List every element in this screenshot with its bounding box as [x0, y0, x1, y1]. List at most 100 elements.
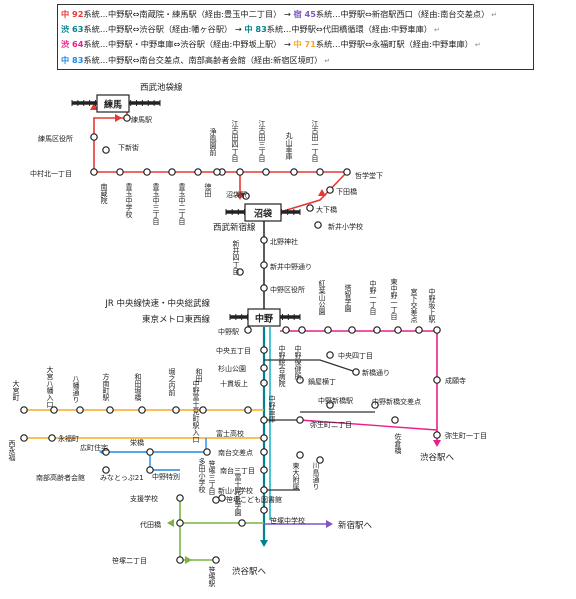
line-end-mark: ↵	[324, 57, 331, 65]
stop-label: 東大附属	[292, 461, 300, 491]
bus-stop-marker	[199, 406, 207, 414]
route-92-line	[93, 103, 347, 173]
bus-stop-marker	[90, 168, 98, 176]
stop-label: 和田	[195, 367, 203, 383]
stop-label: 弥生町一丁目	[445, 431, 487, 440]
bus-stop-marker	[348, 326, 356, 334]
bus-stop-marker	[260, 379, 268, 387]
bus-stop-marker	[76, 406, 84, 414]
route-number: 中 71	[293, 39, 316, 49]
bus-stop-marker	[20, 434, 28, 442]
bus-stop-marker	[20, 406, 28, 414]
legend-row-3: 渋 64系統…中野駅・中野車庫⇔渋谷駅（経由:中野坂上駅） → 中 71系統…中…	[61, 39, 481, 50]
bus-stop-marker	[242, 192, 250, 200]
bus-stop-marker	[212, 556, 220, 564]
bus-stop-marker	[116, 168, 124, 176]
line-end-mark: ↵	[433, 26, 440, 34]
bus-stop-marker	[290, 168, 298, 176]
bus-stop-marker	[282, 326, 290, 334]
stop-label: 西永福	[8, 440, 16, 462]
bus-stop-marker	[415, 326, 423, 334]
bus-stop-marker	[102, 146, 110, 154]
stop-label: 中野車庫	[268, 394, 276, 424]
stop-label: 江古田一丁目	[311, 120, 319, 163]
route-83-line	[106, 438, 207, 453]
stop-label: 豊玉中二丁目	[178, 182, 186, 226]
bus-stop-marker	[371, 401, 379, 409]
bus-stop-marker	[102, 448, 110, 456]
stop-label: 新井小学校	[328, 222, 363, 231]
route-desc: 系統…中野駅・中野車庫⇔渋谷駅（経由:中野坂上駅）	[83, 39, 282, 49]
route-desc: 系統…中野駅⇔南台交差点、南部高齢者会館（経由:新宿区境町）	[83, 55, 323, 65]
stop-label: 中野総合病院	[278, 344, 286, 388]
metro-line-label: 東京メトロ東西線	[142, 314, 211, 325]
stop-label: 新山小学校	[218, 486, 253, 495]
stop-label: 新井四丁目	[232, 239, 240, 276]
stop-label: 弥生町二丁目	[310, 420, 352, 429]
bus-stop-marker	[296, 376, 304, 384]
stop-label: 紅葉山公園	[318, 279, 326, 316]
route-number: 中 92	[61, 9, 84, 19]
stop-label: 十貫坂上	[220, 379, 248, 388]
stop-label: 北野神社	[270, 237, 298, 246]
direction-arrow-icon	[236, 193, 244, 200]
bus-stop-marker	[212, 496, 220, 504]
bus-stop-marker	[316, 168, 324, 176]
bus-stop-marker	[373, 326, 381, 334]
shinjuku-destination-label: 新宿駅へ	[338, 520, 373, 531]
bus-stop-marker	[260, 364, 268, 372]
route-number: 中 83	[244, 24, 267, 34]
stop-label: 新橋通り	[362, 368, 390, 377]
direction-arrow-icon	[326, 520, 333, 528]
direction-arrow-icon	[433, 440, 441, 447]
stop-label: 支援学校	[130, 494, 158, 503]
bus-stop-marker	[260, 346, 268, 354]
numabukuro-station-box	[244, 203, 282, 222]
bus-stop-marker	[352, 368, 360, 376]
stop-label: 栄橋	[130, 438, 144, 447]
stop-label: 堀之内前	[168, 367, 176, 397]
direction-arrow-icon	[185, 556, 192, 564]
stop-label: 多田小学校	[198, 457, 206, 494]
shibuya-destination-label: 渋谷駅へ	[420, 452, 455, 463]
stop-label: 南台交差点	[218, 448, 253, 457]
stop-label: 笹塚三丁目	[208, 459, 216, 496]
nerima-station-box	[96, 94, 130, 113]
bus-stop-marker	[102, 466, 110, 474]
bus-stop-marker	[296, 416, 304, 424]
stop-label: 代田橋	[140, 520, 161, 529]
stop-label: 笹塚こども図書館	[226, 495, 282, 504]
stop-label: 宮下交差点	[410, 287, 418, 324]
bus-stop-marker	[394, 326, 402, 334]
stop-label: 哲学堂下	[355, 171, 383, 180]
jr-line-label: JR 中央線快速・中央総武線	[104, 298, 210, 309]
bus-stop-marker	[213, 168, 221, 176]
stop-label: 下新街	[118, 143, 139, 152]
legend-row-4: 中 83系統…中野駅⇔南台交差点、南部高齢者会館（経由:新宿区境町）↵	[61, 55, 330, 66]
stop-label: 中野保健所	[294, 344, 302, 381]
bus-stop-marker	[298, 326, 306, 334]
stop-label: 徳田	[204, 182, 212, 198]
bus-stop-marker	[433, 431, 441, 439]
stop-label: 中野新橋駅	[318, 396, 353, 405]
stop-label: 和田堀橋	[134, 372, 142, 402]
route-number: 中 83	[61, 55, 84, 65]
connector-line	[264, 359, 357, 373]
bus-stop-marker	[168, 168, 176, 176]
bus-stop-marker	[326, 401, 334, 409]
bus-stop-marker	[260, 236, 268, 244]
stop-label: 中野一丁目	[369, 279, 377, 316]
stop-label: 中野駅	[218, 327, 239, 336]
bus-stop-marker	[143, 168, 151, 176]
route-64-branch	[299, 419, 438, 431]
bus-stop-marker	[296, 451, 304, 459]
stop-label: 江古田四丁目	[231, 120, 239, 163]
route-number: 宿 45	[293, 9, 316, 19]
direction-arrow-icon	[167, 519, 174, 527]
bus-stop-marker	[260, 466, 268, 474]
stop-label: 南蔵院	[100, 182, 108, 205]
station-name: 中野	[255, 313, 273, 325]
bus-stop-marker	[50, 406, 58, 414]
